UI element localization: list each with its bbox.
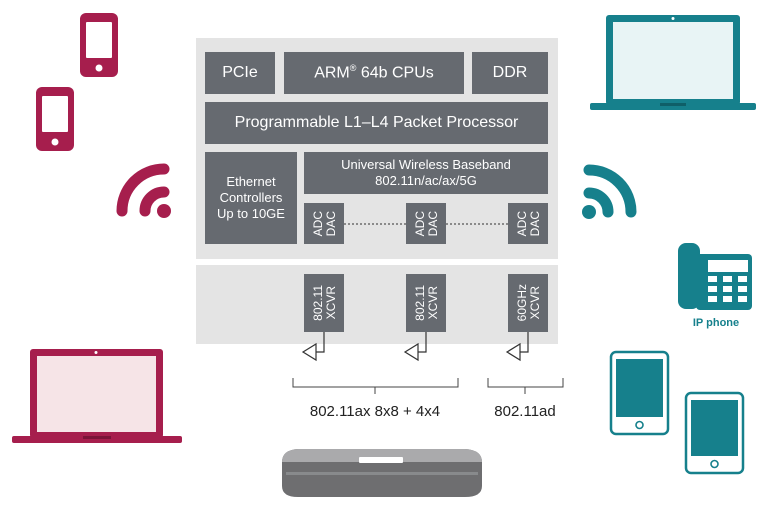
ddr-label: DDR [492, 64, 528, 81]
xcvr-block-2: 802.11 XCVR [406, 274, 446, 332]
xcvr-block-3: 60GHz XCVR [508, 274, 548, 332]
packet-processor-block: Programmable L1–L4 Packet Processor [205, 102, 548, 144]
ddr-block: DDR [472, 52, 548, 94]
bracket-ax [292, 378, 459, 394]
adc-dac-block-1: ADC DAC [304, 203, 344, 244]
baseband-line-2: 802.11n/ac/ax/5G [375, 173, 477, 188]
antenna-icon [301, 332, 325, 362]
wifi-icon [116, 163, 171, 218]
desk-phone-icon [678, 243, 752, 310]
tablet-icon [684, 391, 745, 475]
phone-icon [36, 87, 74, 151]
ip-phone-label: IP phone [692, 317, 740, 329]
router-icon [282, 449, 482, 497]
antenna-icon [505, 332, 529, 362]
pcie-label: PCIe [222, 64, 258, 81]
laptop-icon [590, 15, 756, 110]
packet-processor-label: Programmable L1–L4 Packet Processor [234, 114, 519, 131]
band-label-ax: 802.11ax 8x8 + 4x4 [309, 403, 441, 420]
baseband-block: Universal Wireless Baseband 802.11n/ac/a… [304, 152, 548, 194]
phone-icon [80, 13, 118, 77]
adc-dac-block-2: ADC DAC [406, 203, 446, 244]
arm-cpu-label: ARM® 64b CPUs [314, 63, 434, 82]
xcvr-block-1: 802.11 XCVR [304, 274, 344, 332]
tablet-icon [609, 350, 670, 436]
band-label-ad: 802.11ad [494, 403, 556, 420]
wifi-icon [582, 164, 637, 219]
ethernet-block: Ethernet Controllers Up to 10GE [205, 152, 297, 244]
antenna-icon [403, 332, 427, 362]
arm-cpu-block: ARM® 64b CPUs [284, 52, 464, 94]
radio-panel [196, 265, 558, 344]
ethernet-line-3: Up to 10GE [217, 206, 285, 221]
baseband-line-1: Universal Wireless Baseband [341, 157, 511, 172]
bracket-ad [487, 378, 564, 394]
ethernet-line-2: Controllers [219, 190, 283, 205]
ethernet-line-1: Ethernet [226, 174, 276, 189]
laptop-icon [12, 349, 182, 443]
adc-dac-block-3: ADC DAC [508, 203, 548, 244]
pcie-block: PCIe [205, 52, 275, 94]
